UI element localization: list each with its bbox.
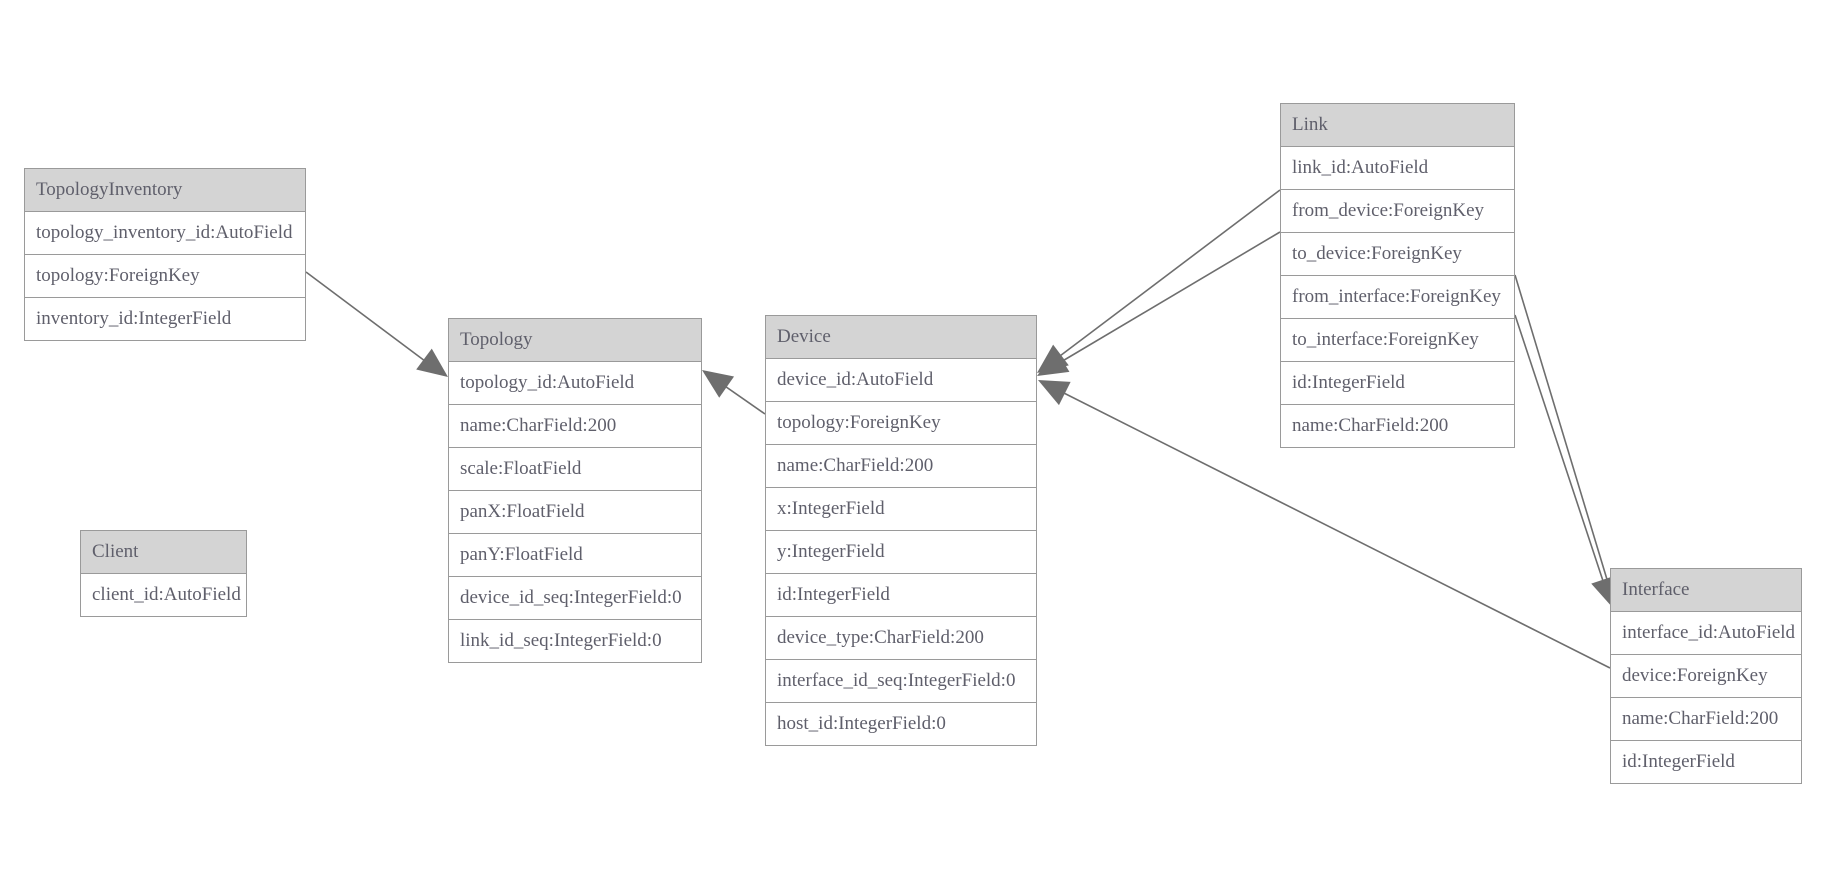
entity-field-row[interactable]: name:CharField:200 [449,405,701,448]
entity-field-row[interactable]: name:CharField:200 [1281,405,1514,447]
entity-field-row[interactable]: id:IntegerField [1611,741,1801,783]
entity-field-row[interactable]: to_interface:ForeignKey [1281,319,1514,362]
entity-title-interface: Interface [1611,569,1801,612]
relationship-line [708,374,766,415]
relationship-link-from-interface [1514,274,1620,608]
entity-field-row[interactable]: interface_id:AutoField [1611,612,1801,655]
entity-field-row[interactable]: id:IntegerField [1281,362,1514,405]
relationship-device-topology [702,370,766,415]
entity-field-row[interactable]: link_id_seq:IntegerField:0 [449,620,701,662]
relationship-line [1043,231,1281,373]
entity-field-row[interactable]: client_id:AutoField [81,574,246,616]
entity-title-topologyinventory: TopologyInventory [25,169,305,212]
entity-field-row[interactable]: panX:FloatField [449,491,701,534]
relationship-line [1514,274,1613,597]
entity-fields-client: client_id:AutoField [81,574,246,616]
entity-title-topology: Topology [449,319,701,362]
relationship-topologyinventory-topology [305,271,448,377]
relationship-line [305,271,442,374]
relationship-link-to-interface [1514,314,1616,608]
entity-field-row[interactable]: scale:FloatField [449,448,701,491]
entity-title-client: Client [81,531,246,574]
entity-field-row[interactable]: topology_inventory_id:AutoField [25,212,305,255]
entity-field-row[interactable]: id:IntegerField [766,574,1036,617]
entity-field-row[interactable]: device_id:AutoField [766,359,1036,402]
relationship-link-from-device [1037,189,1281,373]
entity-field-row[interactable]: panY:FloatField [449,534,701,577]
entity-field-row[interactable]: link_id:AutoField [1281,147,1514,190]
entity-field-row[interactable]: device:ForeignKey [1611,655,1801,698]
entity-field-row[interactable]: topology_id:AutoField [449,362,701,405]
entity-field-row[interactable]: topology:ForeignKey [25,255,305,298]
entity-field-row[interactable]: y:IntegerField [766,531,1036,574]
entity-field-row[interactable]: host_id:IntegerField:0 [766,703,1036,745]
entity-field-row[interactable]: x:IntegerField [766,488,1036,531]
entity-field-row[interactable]: interface_id_seq:IntegerField:0 [766,660,1036,703]
entity-title-device: Device [766,316,1036,359]
entity-field-row[interactable]: to_device:ForeignKey [1281,233,1514,276]
relationship-link-to-device [1037,231,1281,376]
relationship-line [1043,189,1281,369]
relationship-arrowhead-icon [1038,380,1071,406]
entity-field-row[interactable]: name:CharField:200 [766,445,1036,488]
entity-field-row[interactable]: device_type:CharField:200 [766,617,1036,660]
entity-field-row[interactable]: inventory_id:IntegerField [25,298,305,340]
entity-field-row[interactable]: topology:ForeignKey [766,402,1036,445]
entity-title-link: Link [1281,104,1514,147]
entity-field-row[interactable]: name:CharField:200 [1611,698,1801,741]
entity-field-row[interactable]: device_id_seq:IntegerField:0 [449,577,701,620]
relationship-line [1514,314,1609,597]
entity-field-row[interactable]: from_interface:ForeignKey [1281,276,1514,319]
entity-field-row[interactable]: from_device:ForeignKey [1281,190,1514,233]
